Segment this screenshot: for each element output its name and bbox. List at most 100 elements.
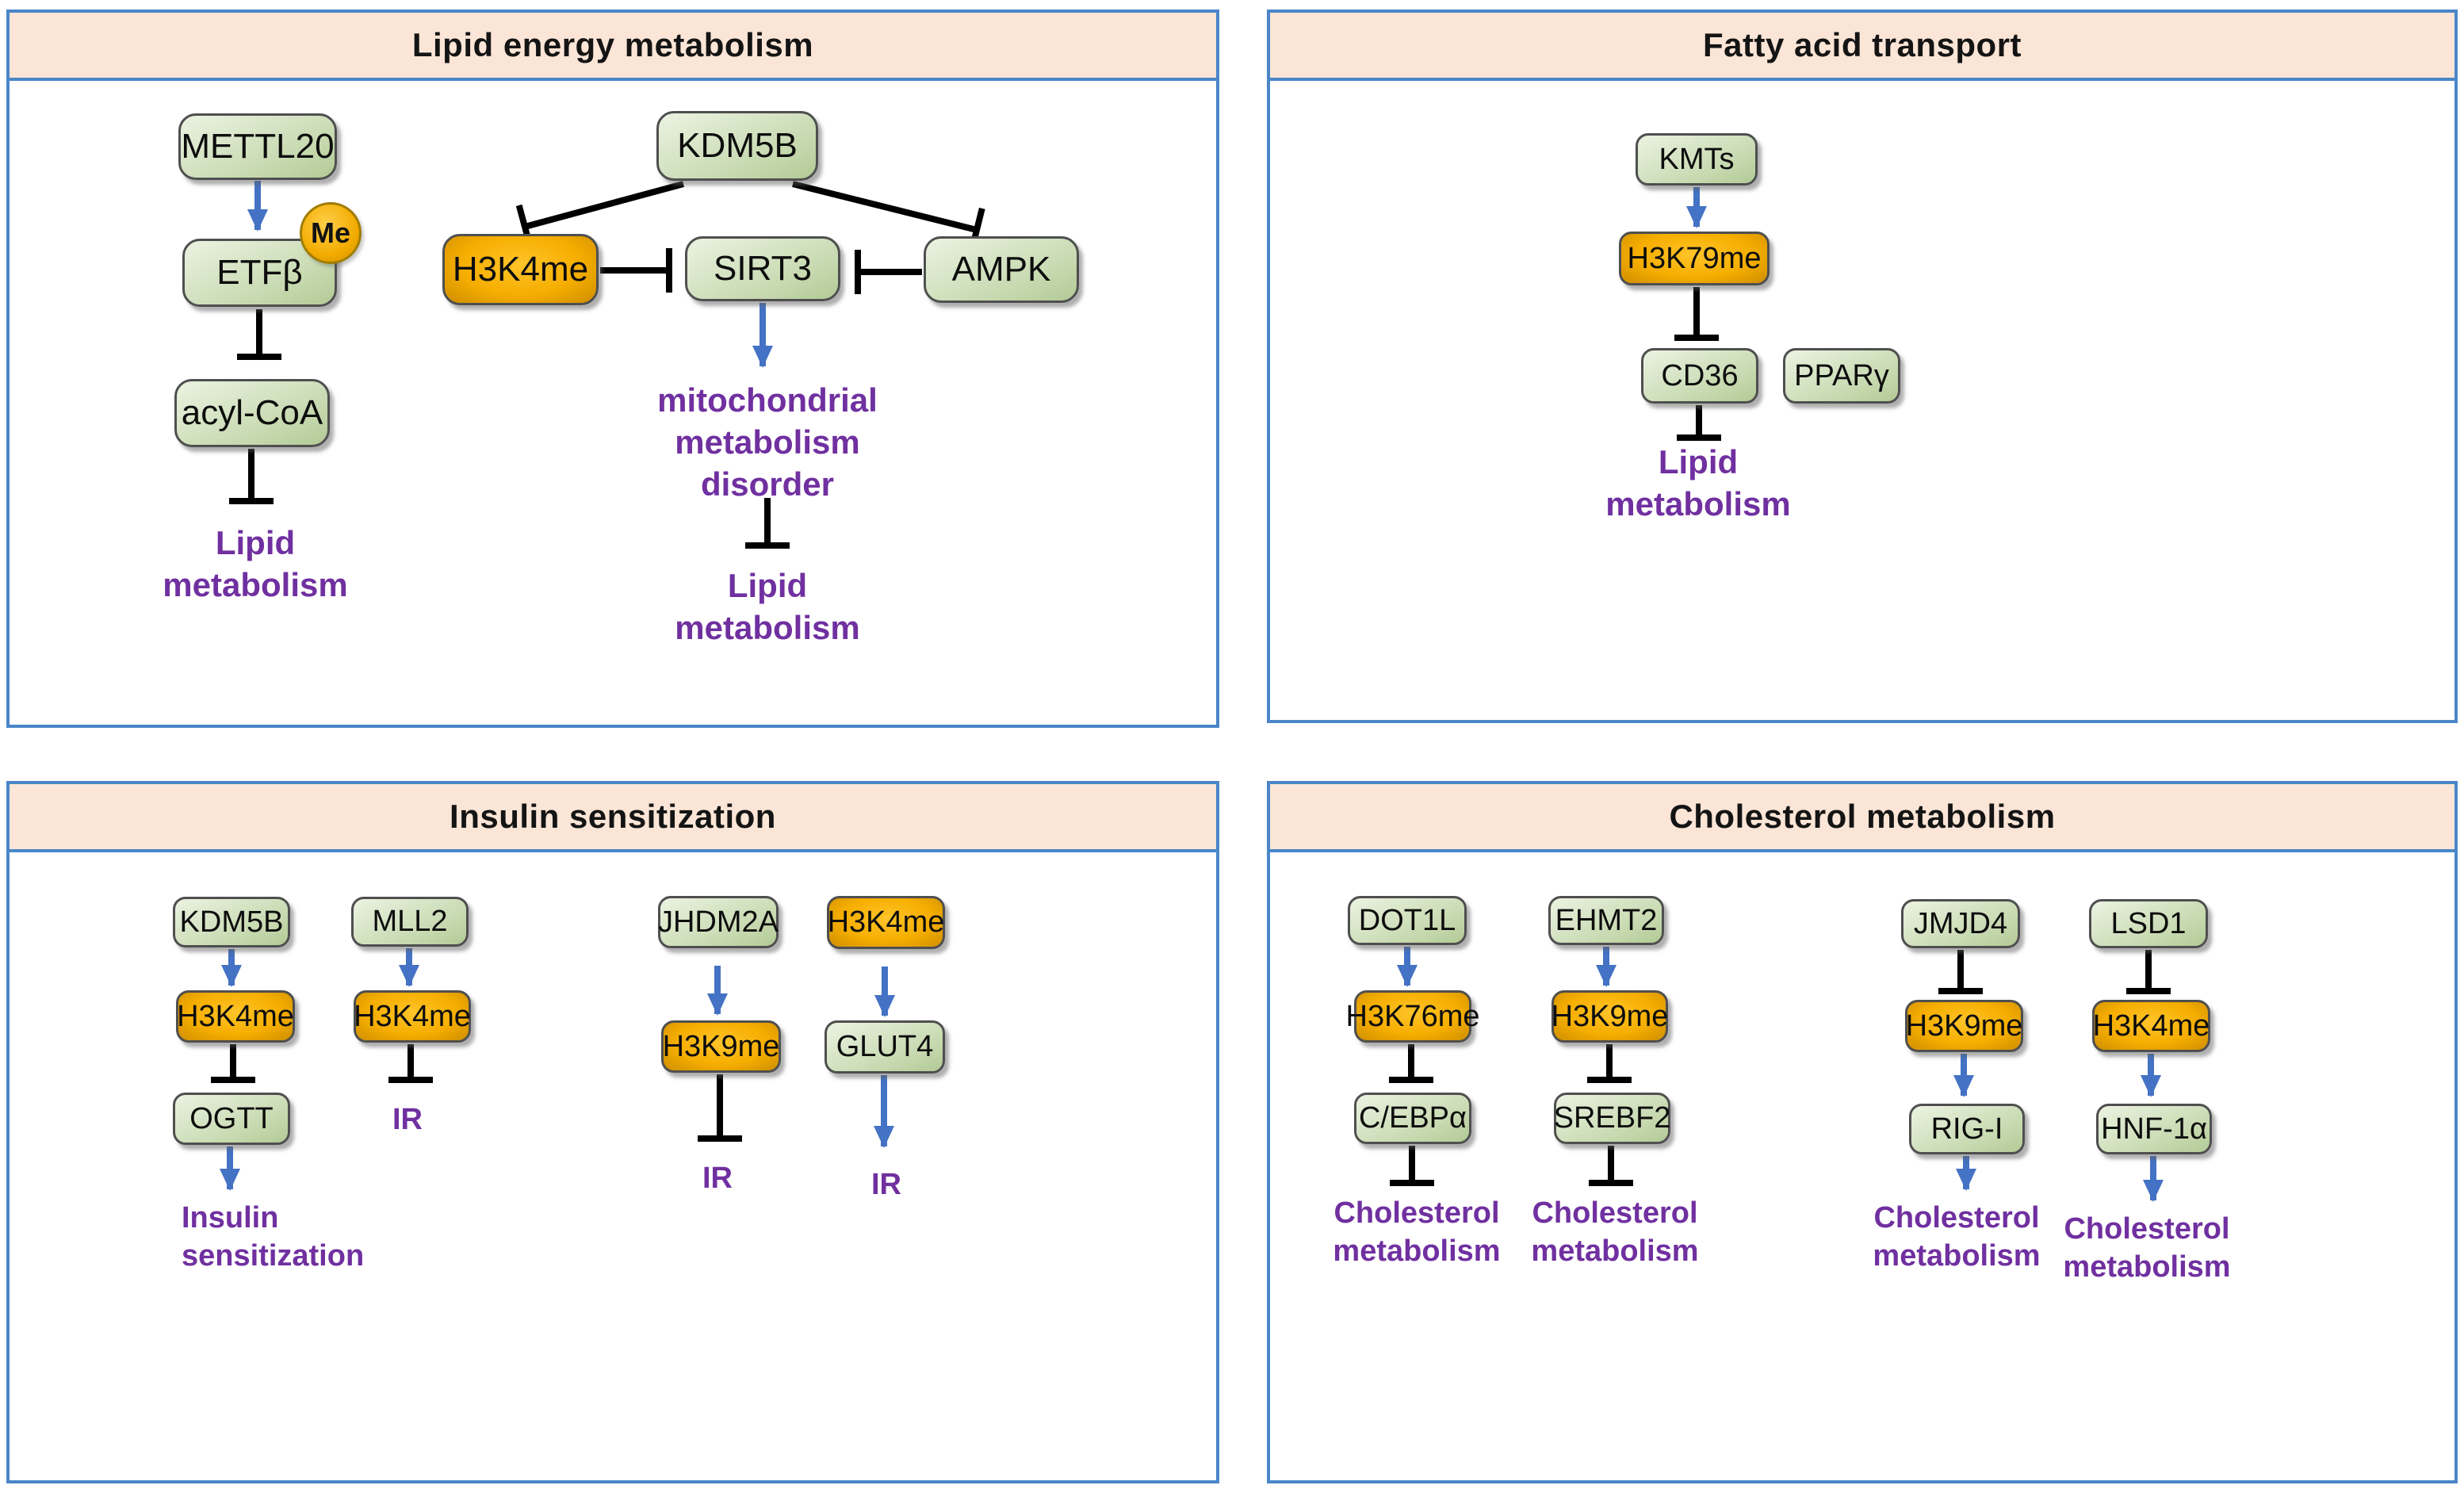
node-mll2: MLL2	[351, 897, 469, 947]
node-h3k9me: H3K9me	[661, 1020, 781, 1073]
node-label: H3K4me	[452, 250, 589, 289]
outcome-text-line: metabolism	[163, 566, 348, 603]
outcome-text-line: metabolism	[1333, 1234, 1501, 1268]
node-label: H3K4me	[354, 999, 471, 1033]
outcome-text-line: Cholesterol	[1532, 1196, 1698, 1230]
panel-title: Fatty acid transport	[1702, 26, 2022, 63]
outcome-text-line: Cholesterol	[1333, 1196, 1500, 1230]
node-label: SREBF2	[1553, 1101, 1671, 1135]
node-c-ebp: C/EBPα	[1354, 1093, 1471, 1144]
node-label: RIG-I	[1930, 1112, 2003, 1146]
node-label: KDM5B	[677, 126, 798, 165]
node-label: acyl-CoA	[181, 393, 323, 432]
node-label: H3K4me	[177, 999, 294, 1033]
node-h3k9me: H3K9me	[1551, 990, 1668, 1043]
outcome-text: Cholesterol metabolism	[1333, 1194, 1500, 1270]
outcome-text-line: IR	[392, 1103, 423, 1136]
node-cd36: CD36	[1641, 348, 1758, 404]
node-label: JHDM2A	[657, 905, 779, 939]
node-h3k79me: H3K79me	[1619, 232, 1770, 285]
panel-title: Lipid energy metabolism	[411, 26, 814, 63]
node-h3k4me: H3K4me	[2092, 1000, 2210, 1052]
node-label: H3K4me	[827, 905, 945, 939]
outcome-text-line: Cholesterol	[2064, 1212, 2230, 1246]
node-ppar: PPARγ	[1783, 348, 1900, 404]
node-label: LSD1	[2110, 906, 2187, 940]
outcome-text-line: metabolism	[2063, 1250, 2231, 1284]
node-label: METTL20	[181, 127, 335, 166]
node-kmts: KMTs	[1636, 133, 1758, 186]
outcome-text-line: metabolism	[675, 423, 860, 461]
node-ampk: AMPK	[924, 236, 1079, 303]
methyl-badge-label: Me	[310, 216, 350, 249]
outcome-text: mitochondrial metabolism disorder	[657, 379, 878, 505]
node-label: KDM5B	[179, 905, 284, 939]
node-h3k4me: H3K4me	[827, 896, 945, 949]
node-label: EHMT2	[1555, 903, 1658, 937]
node-label: AMPK	[951, 250, 1051, 289]
node-label: PPARγ	[1794, 358, 1889, 392]
outcome-text-line: mitochondrial	[657, 381, 878, 419]
outcome-text: Cholesterol metabolism	[2063, 1210, 2230, 1286]
node-dot1l: DOT1L	[1348, 896, 1467, 945]
outcome-text: IR	[702, 1159, 733, 1197]
outcome-text-line: metabolism	[1531, 1234, 1699, 1268]
node-kdm5b: KDM5B	[656, 111, 818, 181]
node-label: H3K4me	[2092, 1009, 2210, 1043]
node-label: CD36	[1661, 358, 1739, 392]
panel-header: Fatty acid transport	[1270, 13, 2454, 81]
node-h3k4me: H3K4me	[176, 990, 295, 1043]
node-h3k4me: H3K4me	[354, 990, 471, 1043]
node-ogtt: OGTT	[173, 1093, 290, 1145]
node-label: H3K9me	[1905, 1009, 2023, 1043]
outcome-text-line: Lipid	[727, 567, 808, 604]
outcome-text: Lipid metabolism	[1605, 441, 1790, 525]
outcome-text: IR	[392, 1100, 423, 1139]
outcome-text-line: metabolism	[1873, 1239, 2041, 1273]
outcome-text-line: disorder	[700, 465, 835, 503]
panel-title: Insulin sensitization	[450, 798, 776, 835]
outcome-text-line: Insulin	[182, 1201, 279, 1234]
outcome-text: Cholesterol metabolism	[1531, 1194, 1698, 1270]
outcome-text-line: sensitization	[182, 1239, 365, 1273]
node-mettl20: METTL20	[178, 113, 337, 180]
node-jmjd4: JMJD4	[1901, 899, 2020, 948]
node-acyl-coa: acyl-CoA	[174, 379, 330, 447]
outcome-text-line: metabolism	[675, 609, 860, 646]
node-label: OGTT	[189, 1101, 274, 1135]
node-ehmt2: EHMT2	[1548, 896, 1664, 945]
node-label: H3K79me	[1627, 241, 1762, 275]
node-h3k9me: H3K9me	[1905, 1000, 2023, 1052]
node-glut4: GLUT4	[825, 1020, 945, 1074]
node-label: H3K76me	[1345, 999, 1480, 1033]
node-label: GLUT4	[836, 1030, 934, 1063]
outcome-text-line: Cholesterol	[1873, 1201, 2040, 1234]
methyl-badge: Me	[300, 202, 362, 264]
outcome-text-line: IR	[702, 1162, 733, 1195]
node-label: JMJD4	[1913, 906, 2008, 940]
node-label: SIRT3	[714, 249, 812, 288]
node-h3k76me: H3K76me	[1346, 990, 1480, 1043]
outcome-text: Lipid metabolism	[675, 565, 859, 649]
outcome-text-line: Lipid	[1658, 443, 1739, 480]
node-label: KMTs	[1659, 142, 1735, 176]
node-h3k4me: H3K4me	[442, 234, 599, 305]
outcome-text-line: metabolism	[1605, 485, 1791, 522]
node-sirt3: SIRT3	[685, 236, 840, 301]
node-kdm5b: KDM5B	[173, 897, 290, 947]
node-srebf2: SREBF2	[1554, 1093, 1670, 1144]
outcome-text: Cholesterol metabolism	[1873, 1199, 2040, 1275]
outcome-text: Insulin sensitization	[182, 1199, 364, 1275]
node-hnf-1: HNF-1α	[2096, 1104, 2212, 1154]
node-label: C/EBPα	[1358, 1101, 1467, 1135]
node-label: H3K9me	[1551, 999, 1669, 1033]
node-lsd1: LSD1	[2089, 899, 2208, 948]
node-label: MLL2	[372, 905, 448, 938]
node-label: HNF-1α	[2101, 1112, 2207, 1146]
outcome-text: IR	[871, 1166, 901, 1204]
node-label: H3K9me	[662, 1029, 780, 1063]
panel-header: Cholesterol metabolism	[1270, 784, 2454, 852]
node-rig-i: RIG-I	[1909, 1104, 2025, 1154]
